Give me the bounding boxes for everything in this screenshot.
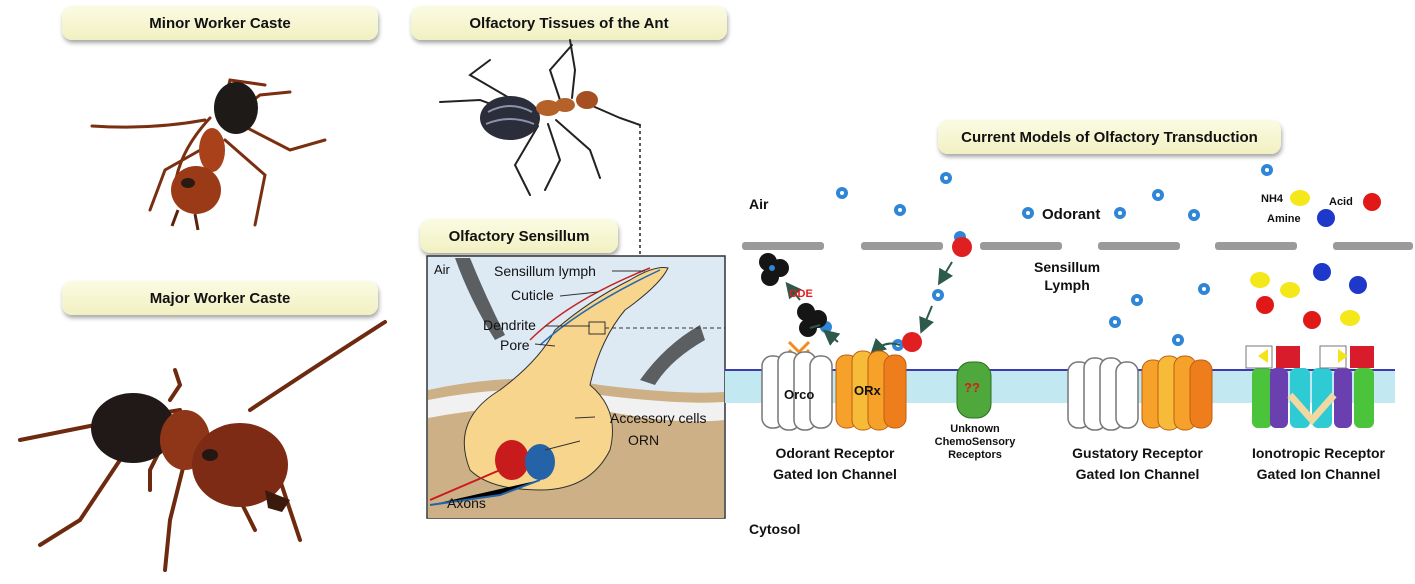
gustatory-receptor-label: Gustatory Receptor Gated Ion Channel xyxy=(1055,443,1220,485)
unknown-mark: ?? xyxy=(964,380,980,395)
ionotropic-receptor-label: Ionotropic Receptor Gated Ion Channel xyxy=(1236,443,1401,485)
transduction-air-label: Air xyxy=(749,196,769,212)
cytosol-label: Cytosol xyxy=(749,521,801,537)
sensillum-lymph-line2: Lymph xyxy=(1044,277,1090,293)
unknown-line3: Receptors xyxy=(948,449,1002,461)
banner-minor-worker: Minor Worker Caste xyxy=(62,6,378,40)
banner-olfactory-sensillum: Olfactory Sensillum xyxy=(420,219,618,253)
pore-label: Pore xyxy=(500,337,530,353)
ode-label: ODE xyxy=(789,288,813,300)
unknown-receptors-label: Unknown ChemoSensory Receptors xyxy=(925,423,1025,462)
accessory-cells-label: Accessory cells xyxy=(610,410,707,426)
or-line1: Odorant Receptor xyxy=(775,445,895,461)
orco-label: Orco xyxy=(784,387,815,402)
minor-worker-ant-photo xyxy=(18,78,387,572)
gr-line2: Gated Ion Channel xyxy=(1075,466,1200,482)
amine-label: Amine xyxy=(1267,213,1301,225)
nh4-label: NH4 xyxy=(1261,193,1284,205)
or-line2: Gated Ion Channel xyxy=(773,466,897,482)
axons-label: Axons xyxy=(447,495,486,511)
ir-line1: Ionotropic Receptor xyxy=(1251,445,1385,461)
unknown-line2: ChemoSensory xyxy=(934,436,1016,448)
dendrite-label: Dendrite xyxy=(483,317,536,333)
sensillum-lymph-label: Sensillum lymph xyxy=(494,263,596,279)
sensillum-lymph-region-label: Sensillum Lymph xyxy=(1034,258,1100,294)
ir-line2: Gated Ion Channel xyxy=(1256,466,1381,482)
unknown-line1: Unknown xyxy=(950,423,1000,435)
gr-line1: Gustatory Receptor xyxy=(1072,445,1203,461)
banner-transduction-models: Current Models of Olfactory Transduction xyxy=(938,120,1281,154)
cuticle-label: Cuticle xyxy=(511,287,554,303)
odorant-receptor-label: Odorant Receptor Gated Ion Channel xyxy=(755,443,915,485)
banner-major-worker: Major Worker Caste xyxy=(62,281,378,315)
orn-label: ORN xyxy=(628,432,660,448)
orx-label: ORx xyxy=(854,383,881,398)
sensillum-air-label: Air xyxy=(434,262,450,277)
banner-olfactory-tissues: Olfactory Tissues of the Ant xyxy=(411,6,727,40)
acid-label: Acid xyxy=(1329,196,1353,208)
sensillum-lymph-line1: Sensillum xyxy=(1034,259,1101,275)
odorant-label: Odorant xyxy=(1042,206,1101,223)
